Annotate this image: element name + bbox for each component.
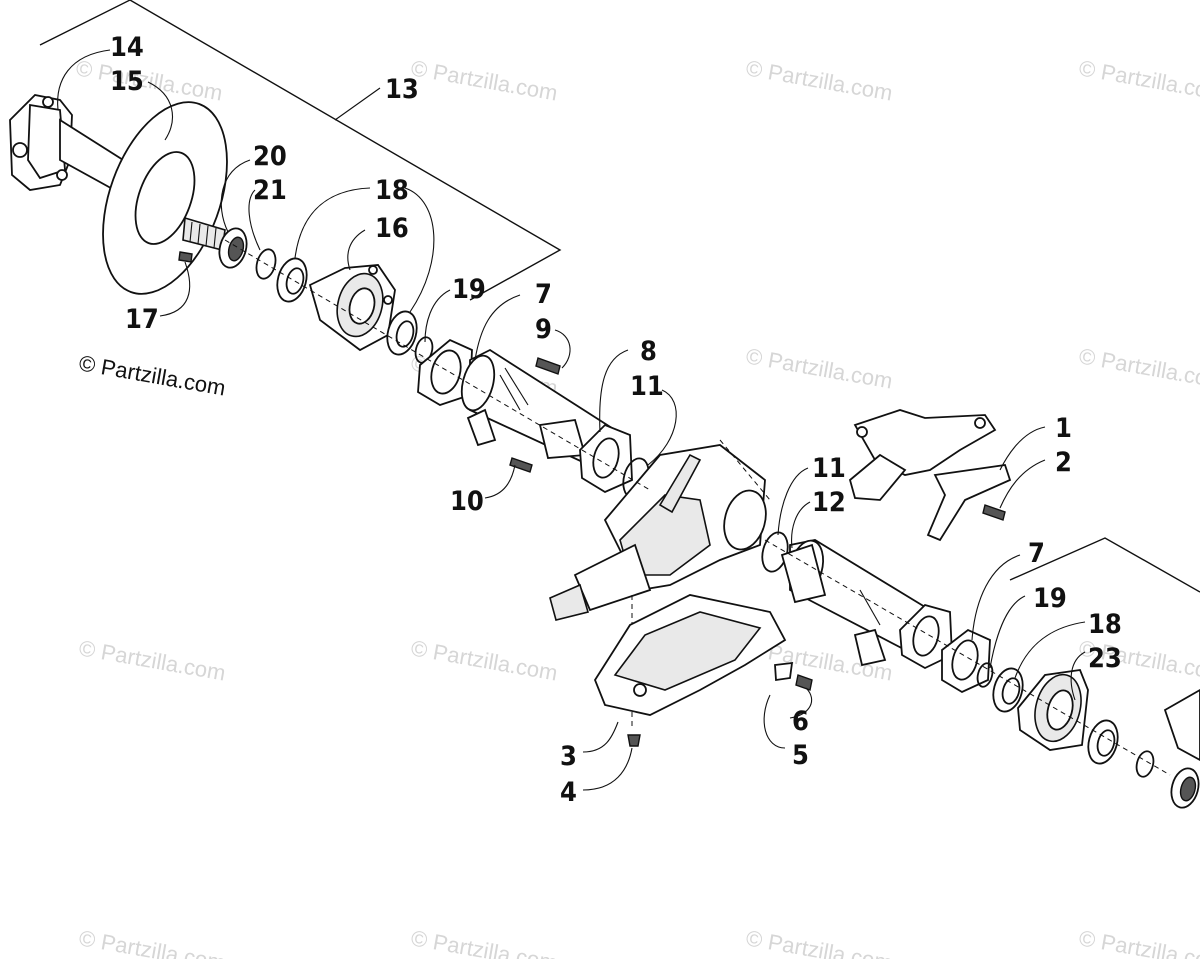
snap-ring xyxy=(976,662,994,688)
watermark: © Partzilla.com xyxy=(744,343,894,393)
axle-hub-assembly xyxy=(9,94,228,295)
callout-2: 2 xyxy=(1055,447,1072,478)
group-13-bracket xyxy=(39,0,562,301)
callout-5: 5 xyxy=(792,740,809,771)
hub-right-partial xyxy=(1163,688,1200,762)
flange-plate xyxy=(579,423,633,494)
snap-ring xyxy=(1135,750,1155,778)
group-7-bracket xyxy=(1009,537,1200,593)
snap-ring xyxy=(255,248,277,280)
watermark: © Partzilla.com xyxy=(409,55,559,105)
callout-10: 10 xyxy=(450,486,484,517)
callout-3: 3 xyxy=(560,741,577,772)
callout-17: 17 xyxy=(125,304,159,335)
callout-16: 16 xyxy=(375,213,409,244)
watermark: © Partzilla.com xyxy=(77,635,227,685)
callout-7: 7 xyxy=(535,279,552,310)
callout-7: 7 xyxy=(1028,538,1045,569)
washer xyxy=(774,661,794,682)
watermark: © Partzilla.com xyxy=(77,925,227,959)
callout-12: 12 xyxy=(812,487,846,518)
watermark: © Partzilla.com xyxy=(744,55,894,105)
leader-lines xyxy=(57,49,1086,791)
oil-seal-right xyxy=(1170,767,1200,809)
callout-18: 18 xyxy=(375,175,409,206)
mounting-bracket xyxy=(848,409,1012,542)
callout-4: 4 xyxy=(560,777,577,808)
screw xyxy=(795,674,813,691)
callout-23: 23 xyxy=(1088,643,1122,674)
snap-ring xyxy=(414,336,434,364)
callout-21: 21 xyxy=(253,175,287,206)
callout-8: 8 xyxy=(640,336,657,367)
bearing-right xyxy=(992,667,1024,713)
centerline xyxy=(224,239,651,491)
watermark: © Partzilla.com xyxy=(74,55,224,105)
callout-labels: 13 14 15 20 21 18 16 17 19 7 9 8 11 10 1… xyxy=(110,32,1122,808)
bolt xyxy=(509,457,533,473)
callout-14: 14 xyxy=(110,32,144,63)
copyright-text: © Partzilla.com xyxy=(77,350,227,400)
skid-plate xyxy=(593,594,787,716)
screw xyxy=(627,734,641,747)
callout-20: 20 xyxy=(253,141,287,172)
centerline xyxy=(764,539,1171,776)
watermark: © Partzilla.com xyxy=(1077,925,1200,959)
bolt xyxy=(982,504,1006,521)
watermark: © Partzilla.com xyxy=(744,925,894,959)
bearing-housing xyxy=(308,264,396,352)
callout-11: 11 xyxy=(812,453,846,484)
bearing-housing-right xyxy=(1017,669,1089,751)
watermark: © Partzilla.com xyxy=(409,635,559,685)
watermark: © Partzilla.com xyxy=(1077,55,1200,105)
bearing-left xyxy=(276,257,308,303)
watermark: © Partzilla.com xyxy=(409,925,559,959)
watermark: © Partzilla.com xyxy=(1077,343,1200,393)
gasket-left xyxy=(417,338,473,406)
differential-housing xyxy=(549,439,771,730)
callout-18: 18 xyxy=(1088,609,1122,640)
callout-11: 11 xyxy=(630,371,664,402)
bearing-left-2 xyxy=(386,310,418,356)
callout-15: 15 xyxy=(110,66,144,97)
callout-1: 1 xyxy=(1055,413,1072,444)
callout-9: 9 xyxy=(535,314,552,345)
oil-seal xyxy=(218,227,248,269)
callout-19: 19 xyxy=(452,274,486,305)
callout-6: 6 xyxy=(792,706,809,737)
callout-13: 13 xyxy=(385,74,419,105)
callout-19: 19 xyxy=(1033,583,1067,614)
bearing-right-2 xyxy=(1087,719,1119,765)
bolt xyxy=(535,357,561,375)
axle-tube-left xyxy=(460,348,617,472)
